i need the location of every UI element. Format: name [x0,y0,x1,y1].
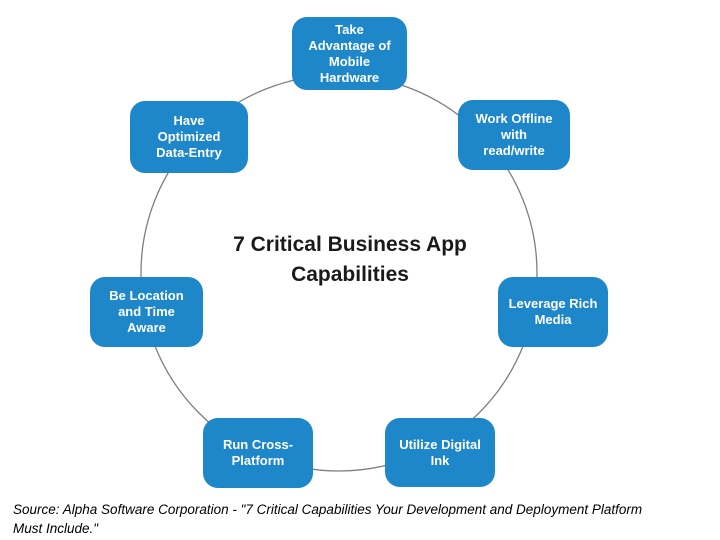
node-run-cross-platform: Run Cross- Platform [203,418,313,488]
node-have-optimized-data-entry: Have Optimized Data-Entry [130,101,248,173]
source-citation: Source: Alpha Software Corporation - "7 … [13,502,643,536]
node-take-advantage-of-mobile-hardware: Take Advantage of Mobile Hardware [292,17,407,90]
node-leverage-rich-media: Leverage Rich Media [498,277,608,347]
node-utilize-digital-ink: Utilize Digital Ink [385,418,495,487]
node-work-offline-with-read-write: Work Offline with read/write [458,100,570,170]
diagram-title: 7 Critical Business App Capabilities [233,233,467,286]
node-be-location-and-time-aware: Be Location and Time Aware [90,277,203,347]
